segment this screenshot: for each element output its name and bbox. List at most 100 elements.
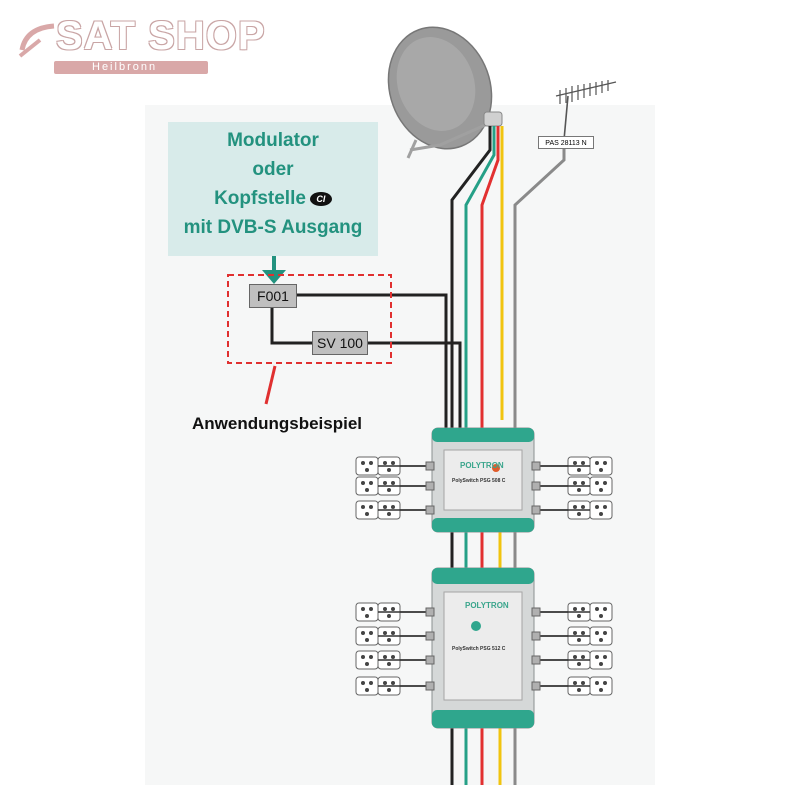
outlet-socket	[391, 505, 395, 509]
switch-port	[425, 631, 435, 641]
switch-port	[425, 655, 435, 665]
switch-port	[425, 461, 435, 471]
outlet-socket	[369, 655, 373, 659]
outlet-socket	[365, 614, 369, 618]
logo-text: SAT SHOP	[56, 14, 266, 58]
outlet-socket	[387, 614, 391, 618]
wall-outlet-icon	[355, 676, 379, 696]
outlet-socket	[391, 655, 395, 659]
outlet-socket	[595, 631, 599, 635]
switch-port	[531, 681, 541, 691]
lnb-cables	[450, 126, 566, 430]
outlet-socket	[391, 681, 395, 685]
outlet-socket	[577, 662, 581, 666]
outlet-socket	[383, 461, 387, 465]
outlet-socket	[361, 607, 365, 611]
example-label: Anwendungsbeispiel	[192, 414, 363, 433]
outlet-socket	[369, 481, 373, 485]
switch-port	[425, 607, 435, 617]
wall-outlet-icon	[589, 626, 613, 646]
switch-port	[531, 505, 541, 515]
antenna-label: PAS 28113 N	[538, 136, 594, 149]
outlet-socket	[361, 461, 365, 465]
outlet-socket	[391, 481, 395, 485]
outlet-socket	[603, 461, 607, 465]
outlet-socket	[573, 655, 577, 659]
sat-shop-logo: SAT SHOP Heilbronn	[18, 14, 265, 74]
outlet-socket	[361, 481, 365, 485]
switch-port	[425, 505, 435, 515]
outlet-socket	[577, 638, 581, 642]
outlet-socket	[599, 614, 603, 618]
switch-port	[531, 481, 541, 491]
outlet-socket	[387, 662, 391, 666]
terrestrial-antenna-icon	[555, 80, 617, 141]
outlet-socket	[595, 505, 599, 509]
outlet-socket	[595, 607, 599, 611]
f001-component: F001	[249, 284, 297, 308]
multiswitch-bottom	[431, 567, 535, 729]
outlet-socket	[361, 631, 365, 635]
outlet-socket	[581, 481, 585, 485]
outlet-socket	[383, 681, 387, 685]
outlet-socket	[365, 488, 369, 492]
outlet-socket	[391, 461, 395, 465]
subscriber-outputs	[355, 456, 613, 696]
outlet-socket	[361, 655, 365, 659]
outlet-socket	[599, 662, 603, 666]
outlet-socket	[369, 681, 373, 685]
outlet-socket	[387, 512, 391, 516]
outlet-socket	[573, 461, 577, 465]
ci-badge-icon: CI	[309, 191, 332, 206]
outlet-socket	[387, 688, 391, 692]
logo-subtext: Heilbronn	[92, 61, 158, 73]
outlet-socket	[573, 631, 577, 635]
modulator-line-2: oder	[252, 159, 294, 180]
outlet-socket	[383, 505, 387, 509]
wall-outlet-icon	[589, 676, 613, 696]
logo-swoosh-icon	[18, 23, 55, 58]
outlet-socket	[573, 481, 577, 485]
outlet-socket	[581, 607, 585, 611]
outlet-socket	[595, 461, 599, 465]
outlet-socket	[581, 681, 585, 685]
input-arrow-icon	[262, 270, 286, 284]
outlet-socket	[603, 681, 607, 685]
switch-port	[425, 681, 435, 691]
outlet-socket	[361, 505, 365, 509]
outlet-socket	[603, 631, 607, 635]
outlet-socket	[369, 505, 373, 509]
switch-port	[531, 607, 541, 617]
outlet-socket	[595, 655, 599, 659]
outlet-socket	[603, 607, 607, 611]
outlet-socket	[577, 468, 581, 472]
switch-port	[531, 631, 541, 641]
outlet-socket	[365, 662, 369, 666]
switch-top-name: PolySwitch PSG 508 C	[452, 478, 506, 484]
wall-outlet-icon	[589, 500, 613, 520]
outlet-socket	[573, 681, 577, 685]
outlet-socket	[595, 481, 599, 485]
outlet-socket	[369, 607, 373, 611]
outlet-socket	[603, 655, 607, 659]
outlet-socket	[383, 607, 387, 611]
outlet-socket	[577, 512, 581, 516]
modulator-cables	[270, 293, 462, 430]
outlet-socket	[365, 512, 369, 516]
wall-outlet-icon	[355, 602, 379, 622]
outlet-socket	[383, 631, 387, 635]
outlet-socket	[595, 681, 599, 685]
application-dashed-box	[227, 274, 392, 364]
outlet-socket	[387, 468, 391, 472]
sv100-component: SV 100	[312, 331, 368, 355]
switch-bottom-brand: POLYTRON	[465, 601, 509, 610]
wall-outlet-icon	[355, 500, 379, 520]
cascade-cables	[450, 530, 517, 785]
wall-outlet-icon	[355, 476, 379, 496]
wall-outlet-icon	[355, 650, 379, 670]
outlet-socket	[365, 688, 369, 692]
outlet-socket	[383, 481, 387, 485]
outlet-socket	[365, 638, 369, 642]
outlet-socket	[577, 688, 581, 692]
